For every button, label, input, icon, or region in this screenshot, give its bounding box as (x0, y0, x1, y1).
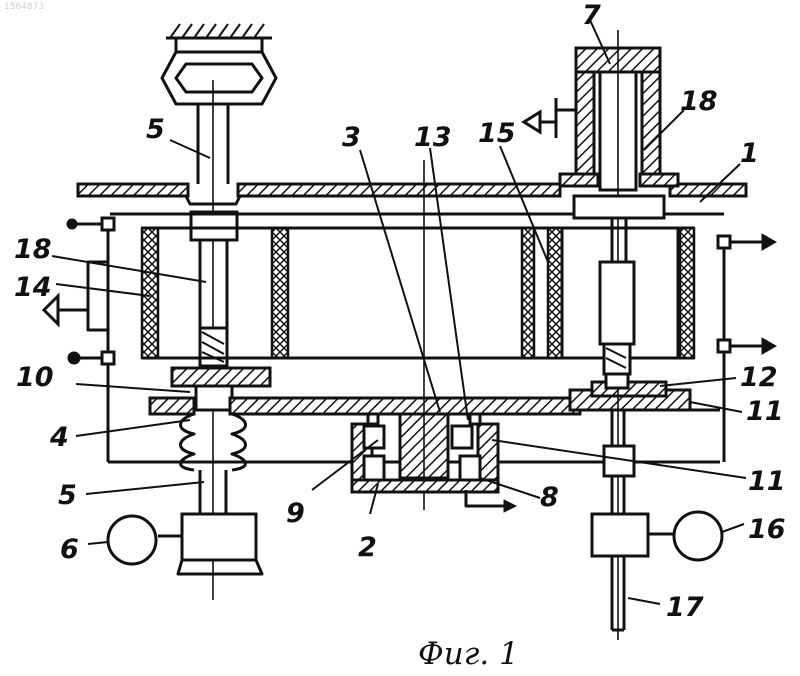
label-18-left: 18 (14, 234, 52, 265)
label-1: 1 (740, 138, 759, 169)
label-14: 14 (14, 272, 52, 303)
label-18-right: 18 (680, 86, 718, 117)
label-3: 3 (342, 122, 361, 153)
label-11-upper: 11 (746, 396, 784, 427)
label-15: 15 (478, 118, 516, 149)
label-16: 16 (748, 514, 786, 545)
label-11-lower: 11 (748, 466, 786, 497)
left-drive-motor (108, 514, 262, 574)
label-5-top: 5 (146, 114, 165, 145)
right-wiring (718, 234, 776, 462)
label-9: 9 (286, 498, 305, 529)
load-cell-housing (162, 52, 276, 104)
label-13: 13 (414, 122, 452, 153)
label-2: 2 (358, 532, 377, 563)
label-5-bottom: 5 (58, 480, 77, 511)
label-17: 17 (666, 592, 704, 623)
label-12: 12 (740, 362, 778, 393)
figure-caption: Фиг. 1 (418, 636, 519, 672)
label-6: 6 (60, 534, 79, 565)
label-4: 4 (49, 422, 69, 453)
label-10: 10 (16, 362, 54, 393)
label-7: 7 (582, 0, 601, 31)
watermark-text: 1564873 (4, 2, 44, 12)
right-rod-assembly (600, 262, 634, 514)
ceiling-mount (166, 24, 272, 52)
label-8: 8 (540, 482, 559, 513)
